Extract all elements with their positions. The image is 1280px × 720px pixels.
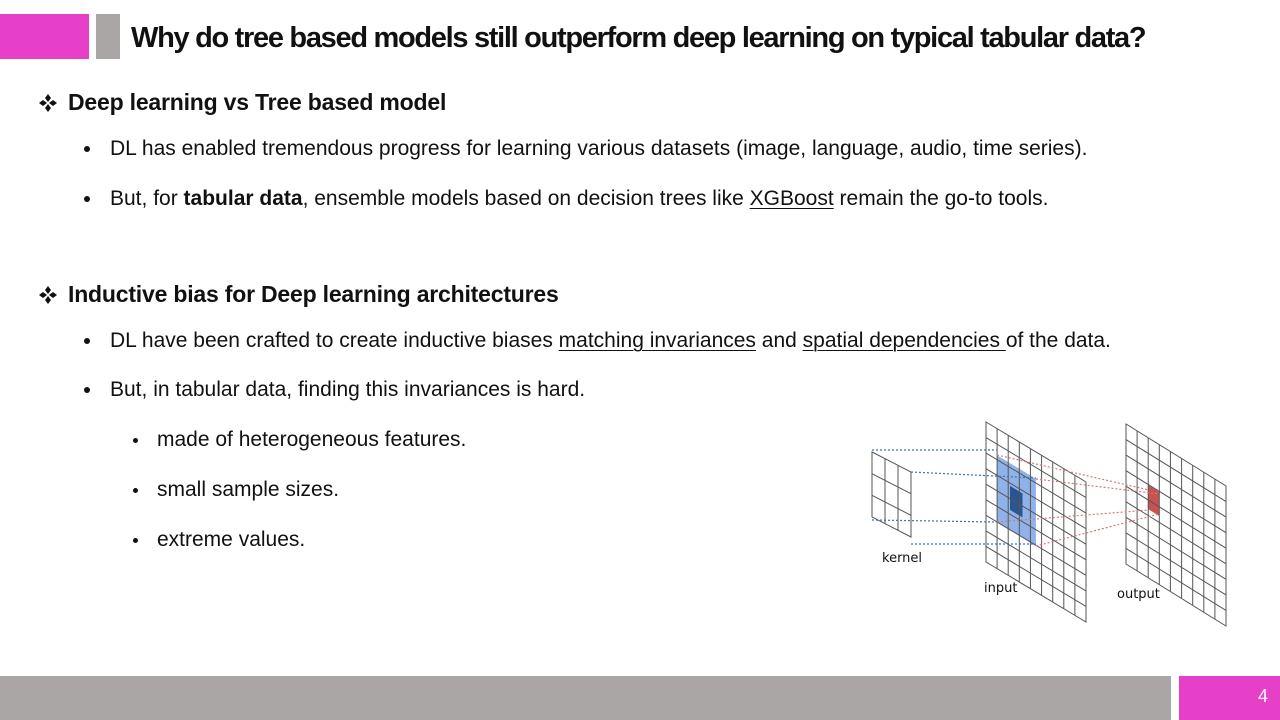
bullet-dot [133, 437, 138, 443]
bullet-dot [133, 487, 138, 493]
section-inductive-bias: Inductive bias for Deep learning archite… [38, 278, 1268, 310]
bullet-text: But, in tabular data, finding this invar… [110, 378, 586, 401]
section-heading: Deep learning vs Tree based model [38, 86, 1268, 118]
bullet-text: DL has enabled tremendous progress for l… [110, 137, 1088, 160]
sub-bullet-item: small sample sizes. [133, 476, 339, 504]
sub-bullet-text: made of heterogeneous features. [157, 428, 467, 451]
sub-bullet-item: made of heterogeneous features. [133, 426, 466, 454]
bullet-dot [84, 146, 90, 152]
output-grid [1125, 423, 1227, 627]
bullet-item: DL have been crafted to create inductive… [84, 327, 1111, 355]
page-number: 4 [1257, 686, 1268, 706]
four-diamond-bullet-icon [38, 284, 58, 304]
kernel-projection-lines [871, 449, 1037, 545]
output-projection-lines [996, 454, 1160, 547]
xgboost-link[interactable]: XGBoost [749, 187, 834, 210]
section-heading: Inductive bias for Deep learning archite… [38, 278, 1268, 310]
input-label: input [984, 581, 1017, 596]
bullet-text: But, for tabular data, ensemble models b… [110, 187, 1049, 210]
bullet-dot [84, 196, 90, 202]
section-heading-text: Inductive bias for Deep learning archite… [68, 280, 559, 307]
bold-tabular-data: tabular data [183, 187, 303, 210]
sub-bullet-text: small sample sizes. [157, 478, 340, 501]
input-grid [985, 421, 1087, 623]
bullet-dot [133, 537, 138, 543]
header-accent-block [0, 14, 89, 59]
output-cell [1148, 485, 1160, 516]
header-gray-block [96, 14, 120, 59]
section-heading-text: Deep learning vs Tree based model [68, 88, 447, 115]
spatial-dependencies-link[interactable]: spatial dependencies [802, 329, 1006, 352]
kernel-grid [871, 451, 912, 538]
sub-bullet-item: extreme values. [133, 526, 305, 554]
bullet-dot [84, 338, 90, 344]
bullet-item: DL has enabled tremendous progress for l… [84, 135, 1087, 163]
footer-bar [0, 676, 1171, 720]
kernel-label: kernel [882, 551, 922, 566]
page-number-box: 4 [1179, 676, 1280, 720]
bullet-item: But, for tabular data, ensemble models b… [84, 185, 1048, 213]
output-label: output [1117, 587, 1160, 602]
bullet-dot [84, 387, 90, 393]
bullet-text: DL have been crafted to create inductive… [110, 329, 1111, 352]
four-diamond-bullet-icon [38, 92, 58, 112]
bullet-item: But, in tabular data, finding this invar… [84, 376, 585, 404]
sub-bullet-text: extreme values. [157, 528, 306, 551]
convolution-diagram: kernel input output [871, 421, 1227, 627]
matching-invariances-link[interactable]: matching invariances [558, 329, 756, 352]
slide-title: Why do tree based models still outperfor… [131, 22, 1147, 54]
section-deep-vs-tree: Deep learning vs Tree based model [38, 86, 1268, 118]
